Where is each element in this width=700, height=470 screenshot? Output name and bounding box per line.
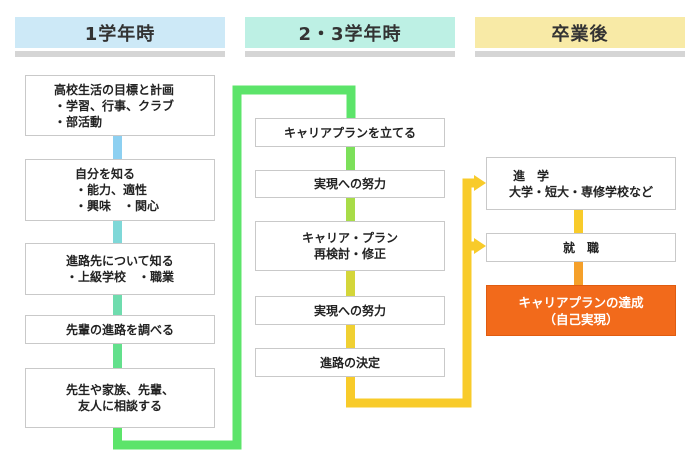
c2-box-effort-1-line1: 実現への努力 <box>313 177 386 191</box>
arrow-to-shingaku-icon <box>474 175 486 191</box>
header-after-graduation: 卒業後 <box>475 17 685 48</box>
c1-box-goals-plan-line1: 高校生活の目標と計画 <box>54 83 175 97</box>
header-year1: 1学年時 <box>15 17 225 48</box>
c2-box-effort-2-line1: 実現への努力 <box>313 303 386 318</box>
c1-connector-3 <box>113 295 122 315</box>
c1-connector-4 <box>113 344 122 368</box>
yellow-path-col2-to-col3 <box>346 178 474 408</box>
c2-box-effort-2: 実現への努力 <box>255 296 445 325</box>
c1-box-goals-plan-line3: ・部活動 <box>54 115 103 129</box>
c1-box-research-seniors: 先輩の進路を調べる <box>25 315 215 344</box>
c1-box-research-seniors-line1: 先輩の進路を調べる <box>65 322 174 337</box>
header-year2-3-label: 2・3学年時 <box>298 23 402 45</box>
c1-box-know-destinations-line2: ・上級学校 ・職業 <box>66 270 175 284</box>
c3-box-further-education-line1: 進 学 <box>513 169 550 183</box>
c1-box-know-yourself-line3: ・興味 ・関心 <box>75 199 160 213</box>
c3-box-employment: 就 職 <box>486 233 676 262</box>
c1-box-know-yourself-line2: ・能力、適性 <box>75 183 148 197</box>
c2-box-decide-path-line1: 進路の決定 <box>319 355 380 370</box>
c1-box-know-destinations: 進路先について知る ・上級学校 ・職業 <box>25 243 215 295</box>
header-year1-label: 1学年時 <box>84 23 156 45</box>
c3-connector-1 <box>574 210 583 233</box>
c2-connector-2 <box>346 198 355 221</box>
c1-box-goals-plan: 高校生活の目標と計画 ・学習、行事、クラブ ・部活動 <box>25 75 215 136</box>
c1-box-know-yourself-line1: 自分を知る <box>75 167 136 181</box>
header-after-graduation-label: 卒業後 <box>551 23 609 45</box>
header-year1-underline <box>15 51 225 57</box>
c2-box-effort-1: 実現への努力 <box>255 170 445 198</box>
c3-goal-self-realization: キャリアプランの達成 （自己実現） <box>486 285 676 336</box>
c2-connector-4 <box>346 325 355 348</box>
header-year2-3-underline <box>245 51 455 57</box>
c2-box-review-plan-line2: 再検討・修正 <box>313 247 386 261</box>
arrow-to-shushoku-icon <box>474 238 486 254</box>
c1-box-know-yourself: 自分を知る ・能力、適性 ・興味 ・関心 <box>25 159 215 221</box>
c3-connector-2 <box>574 262 583 285</box>
c3-box-employment-line1: 就 職 <box>562 240 599 255</box>
header-after-graduation-underline <box>475 51 685 57</box>
c2-box-review-plan: キャリア・プラン 再検討・修正 <box>255 221 445 271</box>
c3-box-further-education-line2: 大学・短大・専修学校など <box>509 185 654 199</box>
c1-connector-2 <box>113 221 122 243</box>
header-year2-3: 2・3学年時 <box>245 17 455 48</box>
c2-connector-3 <box>346 271 355 296</box>
c2-connector-1 <box>346 147 355 170</box>
c2-box-make-plan-line1: キャリアプランを立てる <box>283 125 416 140</box>
c3-goal-line2: （自己実現） <box>543 311 619 327</box>
green-path-col1-to-col2 <box>113 85 356 450</box>
c1-box-consult-line1: 先生や家族、先輩、 <box>65 383 174 397</box>
c1-box-goals-plan-line2: ・学習、行事、クラブ <box>54 99 175 113</box>
c2-box-decide-path: 進路の決定 <box>255 348 445 377</box>
c3-box-further-education: 進 学 大学・短大・専修学校など <box>486 157 676 210</box>
c2-box-review-plan-line1: キャリア・プラン <box>301 231 398 245</box>
c1-box-consult-line2: 友人に相談する <box>77 399 162 413</box>
c1-connector-1 <box>113 136 122 159</box>
c1-box-know-destinations-line1: 進路先について知る <box>66 254 174 268</box>
c2-box-make-plan: キャリアプランを立てる <box>255 118 445 147</box>
c1-box-consult: 先生や家族、先輩、 友人に相談する <box>25 368 215 428</box>
c3-goal-line1: キャリアプランの達成 <box>518 294 644 310</box>
